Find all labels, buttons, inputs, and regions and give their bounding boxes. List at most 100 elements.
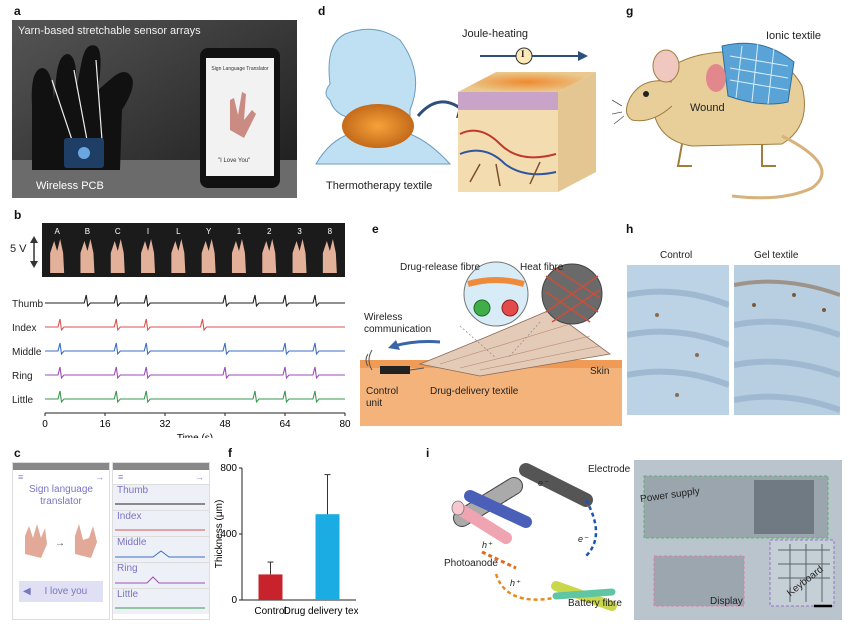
series-label-ring: Ring xyxy=(12,371,33,382)
joule-heating-label: Joule-heating xyxy=(462,28,529,40)
control-line-1: Control xyxy=(366,386,399,397)
gesture-letter: C xyxy=(115,227,121,236)
gesture-hand-I xyxy=(141,239,156,273)
channel-row: Thumb xyxy=(113,484,209,510)
electrode-label: Electrode xyxy=(588,464,631,475)
channel-label: Ring xyxy=(117,563,138,574)
panel-h-label: h xyxy=(626,222,634,236)
channel-label: Middle xyxy=(117,537,147,548)
hole-label-1: h⁺ xyxy=(482,540,492,550)
panel-c-label: c xyxy=(14,446,21,460)
gesture-hand-1 xyxy=(231,239,246,273)
panel-g-label: g xyxy=(626,4,634,18)
gesture-letter: B xyxy=(85,227,90,236)
speaker-icon[interactable]: ◀ xyxy=(23,586,31,597)
wireless-line-2: communication xyxy=(364,324,432,335)
channel-trace xyxy=(115,503,205,505)
ionic-textile-patch xyxy=(721,42,795,105)
histology-texture xyxy=(733,279,842,413)
channel-label: Thumb xyxy=(117,485,149,496)
wound-label: Wound xyxy=(690,102,725,114)
channel-trace xyxy=(115,576,205,584)
x-tick-label: 48 xyxy=(219,419,231,430)
gesture-hand-L xyxy=(171,239,186,273)
category-label-0: Control xyxy=(254,606,286,617)
glove-photo-illustration xyxy=(12,20,297,198)
channel-row: Middle xyxy=(113,536,209,562)
channel-trace xyxy=(115,607,205,609)
gesture-letter: L xyxy=(176,227,181,236)
textile-label: Drug-delivery textile xyxy=(430,386,519,397)
x-tick-label: 64 xyxy=(279,419,291,430)
current-symbol: I xyxy=(521,49,525,59)
status-bar xyxy=(13,463,109,470)
series-label-little: Little xyxy=(12,395,34,406)
phone-text: "I Love You" xyxy=(218,158,251,164)
gesture-letter: 2 xyxy=(267,227,272,236)
heated-collar xyxy=(342,104,414,148)
energy-fibre-illustration xyxy=(451,463,617,611)
bar-1 xyxy=(315,514,340,600)
y-tick-label: 0 xyxy=(231,595,237,606)
gesture-letter: A xyxy=(54,227,60,236)
phone-title: Sign Language Translator xyxy=(211,66,269,72)
control-histology-image xyxy=(626,265,731,415)
heat-fibre-label: Heat fibre xyxy=(520,262,564,273)
series-line-little xyxy=(45,390,345,404)
x-tick-label: 80 xyxy=(339,419,351,430)
gesture-hand-B xyxy=(80,239,95,273)
y-tick-label: 800 xyxy=(220,463,237,474)
electron-label-2: e⁻ xyxy=(578,534,588,544)
control-label: Control xyxy=(660,250,693,261)
menu-icon[interactable]: ≡ → xyxy=(118,472,204,482)
wireless-label: Wireless communication xyxy=(364,312,431,336)
hands-icon: → xyxy=(25,524,97,558)
panel-a-photo: Yarn-based stretchable sensor arrays Sig… xyxy=(12,20,297,198)
gesture-letter: 1 xyxy=(237,227,242,236)
wireless-line-1: Wireless xyxy=(364,312,403,323)
battery-label: Battery fibre xyxy=(568,598,622,609)
signal-plot: ThumbIndexMiddleRingLittle01632486480Tim… xyxy=(12,294,351,444)
wireless-icon xyxy=(365,349,373,371)
gesture-hand-C xyxy=(110,239,125,273)
display-label: Display xyxy=(710,596,743,607)
control-unit xyxy=(380,366,410,374)
gesture-hand-2 xyxy=(262,239,277,273)
translator-screen: ≡ → Sign language translator → ◀I love y… xyxy=(12,462,110,620)
series-label-thumb: Thumb xyxy=(12,299,44,310)
panel-d-label: d xyxy=(318,4,326,18)
svg-text:→: → xyxy=(55,538,65,549)
channel-row: Ring xyxy=(113,562,209,588)
gesture-hand-Y xyxy=(201,239,216,273)
channel-label: Index xyxy=(117,511,142,522)
panel-a-title: Yarn-based stretchable sensor arrays xyxy=(18,25,201,37)
histology-texture xyxy=(626,288,731,397)
output-bubble: ◀I love you xyxy=(19,581,103,602)
channel-row: Little xyxy=(113,588,209,614)
menu-icon[interactable]: ≡ → xyxy=(18,472,104,482)
panel-e-label: e xyxy=(372,222,379,236)
signal-chart: ThumbIndexMiddleRingLittle01632486480Tim… xyxy=(12,283,352,444)
series-label-middle: Middle xyxy=(12,347,42,358)
textile-device-photo: Power supply Display Keyboard xyxy=(634,460,842,620)
thermotherapy-caption: Thermotherapy textile xyxy=(326,180,433,192)
thermotherapy-illustration xyxy=(315,28,596,192)
mouse-illustration xyxy=(612,41,824,200)
scale-arrow-icon xyxy=(30,236,38,268)
gesture-letter: 3 xyxy=(297,227,302,236)
gel-label: Gel textile xyxy=(754,250,799,261)
series-line-middle xyxy=(45,342,345,356)
channel-trace xyxy=(115,529,205,531)
pcb-label: Wireless PCB xyxy=(36,180,104,192)
drug-fibre-label: Drug-release fibre xyxy=(400,262,481,273)
gesture-letter: I xyxy=(147,227,149,236)
ionic-textile-label: Ionic textile xyxy=(766,30,822,42)
translator-title: Sign language translator xyxy=(29,484,93,507)
control-line-2: unit xyxy=(366,398,383,409)
